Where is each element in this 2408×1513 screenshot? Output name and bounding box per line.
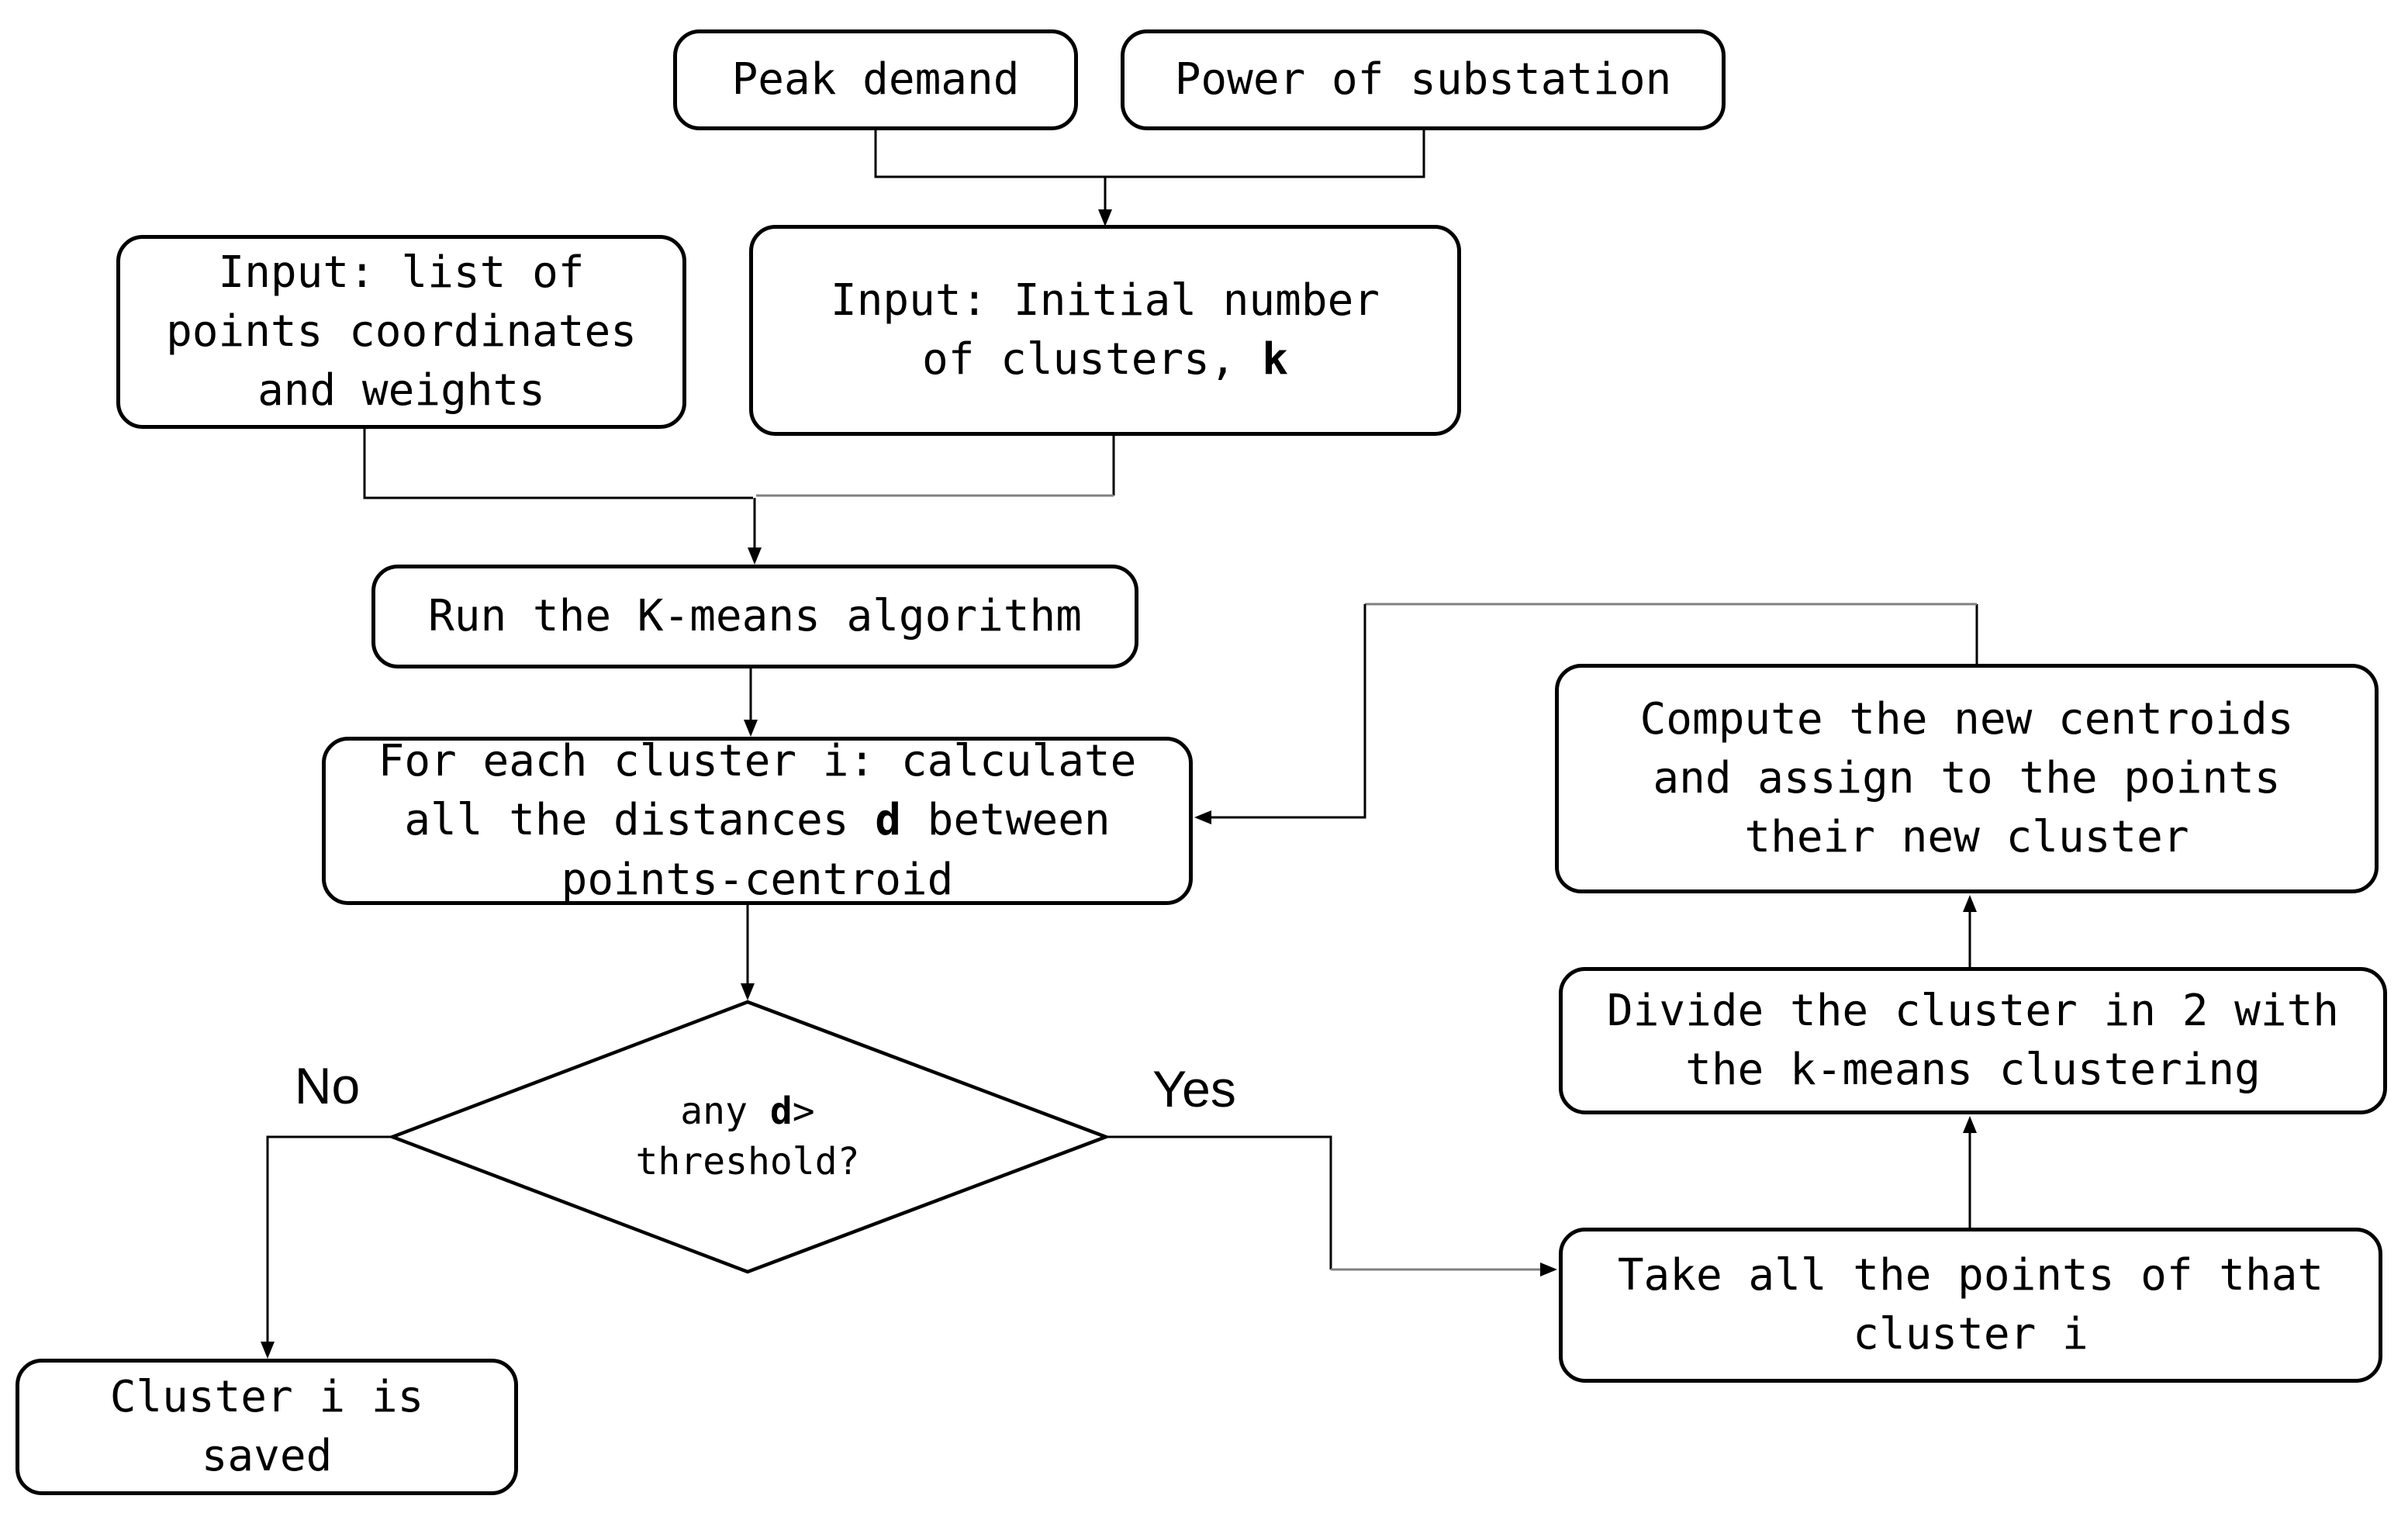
edge-label-no-text: No — [294, 1057, 361, 1114]
edge-sources-join — [874, 130, 1425, 178]
node-run-kmeans-label: Run the K-means algorithm — [428, 590, 1082, 641]
edge-yes-path — [1106, 1135, 1332, 1269]
decision-threshold-label: any d>threshold? — [515, 1067, 980, 1207]
arrowhead-to-cluster-saved — [261, 1342, 275, 1359]
node-power-of-substation: Power of substation — [1121, 29, 1726, 130]
node-peak-demand-label: Peak demand — [731, 54, 1020, 105]
edge-label-yes-text: Yes — [1152, 1060, 1236, 1117]
decision-threshold-text: any d>threshold? — [635, 1090, 860, 1183]
arrowhead-to-divide — [1963, 1116, 1977, 1133]
edge-no-path — [266, 1135, 392, 1342]
node-power-of-substation-label: Power of substation — [1174, 54, 1672, 105]
arrowhead-to-run — [748, 548, 762, 565]
arrowhead-to-compute — [1963, 895, 1977, 912]
edge-label-yes: Yes — [1132, 1058, 1256, 1120]
arrowhead-to-decision — [741, 983, 755, 1000]
arrowhead-to-calc — [744, 720, 758, 737]
edge-label-no: No — [265, 1055, 389, 1117]
arrowhead-to-calc-feedback — [1194, 810, 1211, 824]
edge-feedback-down — [1211, 604, 1366, 819]
arrowhead-to-take-points — [1540, 1263, 1557, 1276]
node-run-kmeans: Run the K-means algorithm — [371, 565, 1138, 668]
arrowhead-to-input-clusters — [1098, 209, 1112, 226]
decision-diamond — [387, 1000, 1111, 1274]
node-peak-demand: Peak demand — [673, 29, 1078, 130]
edge-input-points-down — [363, 429, 753, 499]
